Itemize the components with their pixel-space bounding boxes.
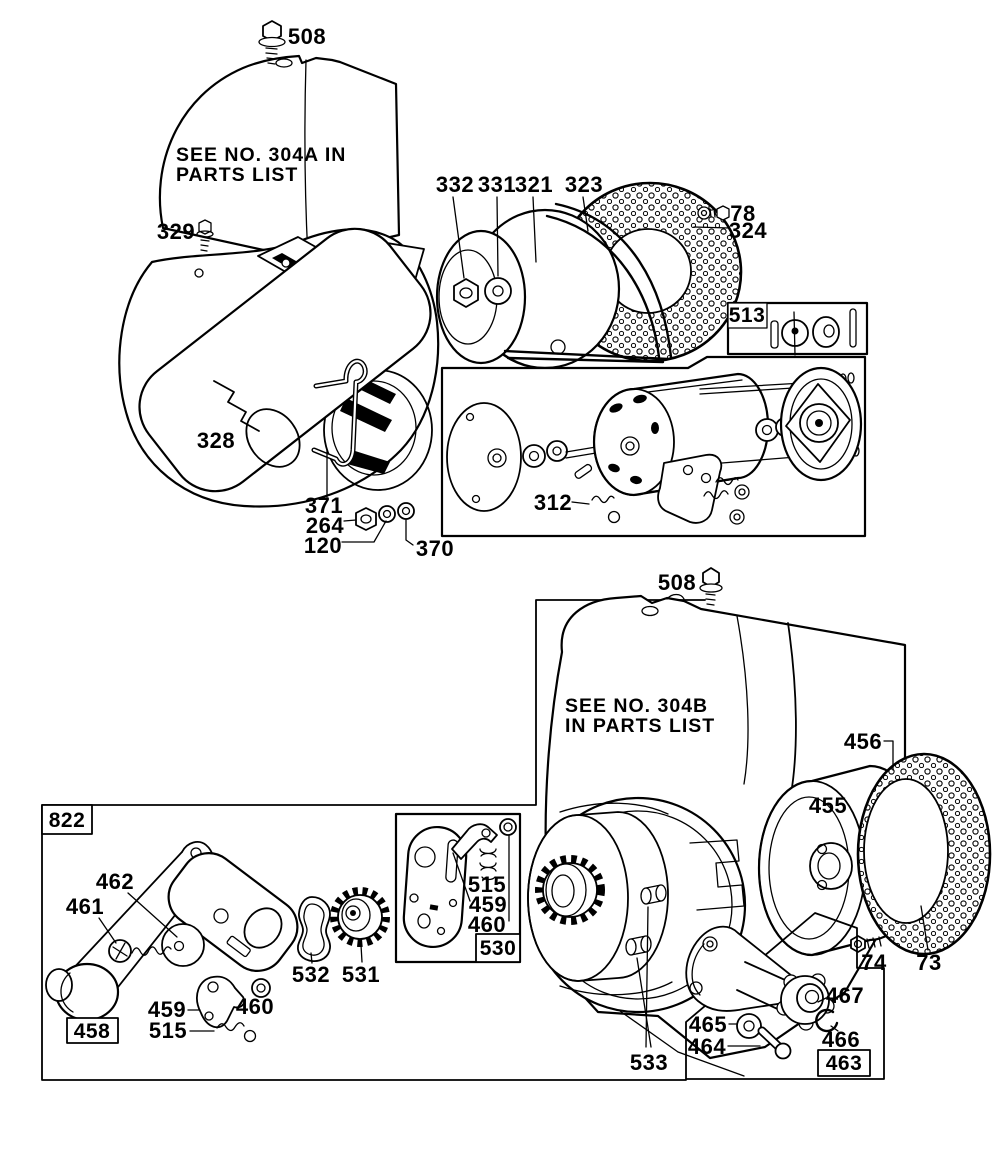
callout-328: 328 (197, 428, 235, 453)
washer-120-icon (378, 505, 396, 523)
bolt-508-bottom-icon (699, 567, 723, 606)
bolt-329-icon (196, 219, 214, 252)
callout-466: 466 (822, 1027, 860, 1052)
engine-304b (527, 593, 992, 1077)
callout-324: 324 (729, 218, 767, 243)
boxlabel-513: 513 (729, 304, 766, 327)
callout-78: 78 (730, 201, 755, 226)
bolt-508-top-icon (258, 20, 286, 65)
callout-462: 462 (96, 869, 134, 894)
boxlabel-822: 822 (49, 809, 86, 832)
starter-pulley-cup (435, 229, 527, 365)
note-304b-line1: SEE NO. 304B (565, 695, 708, 717)
callout-508-top: 508 (288, 24, 326, 49)
note-304a-line1: SEE NO. 304A IN (176, 144, 346, 166)
belt-323 (503, 202, 673, 364)
note-304b-line2: IN PARTS LIST (565, 715, 715, 737)
callout-312: 312 (534, 490, 572, 515)
callout-331: 331 (478, 172, 516, 197)
nut-264-icon (355, 507, 377, 531)
callout-323: 323 (565, 172, 603, 197)
pin-533-a-icon (640, 884, 667, 905)
blower-housing-304a (118, 54, 440, 508)
nut-332-icon (453, 278, 479, 308)
bolt-78-icon (697, 205, 730, 221)
group-530-box (394, 812, 522, 964)
note-304a-line2: PARTS LIST (176, 164, 298, 186)
starter-motor-box (440, 355, 867, 538)
callout-455: 455 (809, 793, 847, 818)
washer-370-icon (397, 502, 415, 520)
callout-264: 264 (306, 513, 344, 538)
group-463 (685, 912, 885, 1080)
callout-515-box: 515 (468, 872, 506, 897)
callout-464: 464 (688, 1034, 726, 1059)
leader-lines (98, 196, 929, 1048)
callout-370: 370 (416, 536, 454, 561)
group-822-contents (41, 804, 390, 1044)
callout-371: 371 (305, 493, 343, 518)
callout-533: 533 (630, 1050, 668, 1075)
callout-321: 321 (515, 172, 553, 197)
callout-515-left: 515 (149, 1018, 187, 1043)
callout-459-left: 459 (148, 997, 186, 1022)
callout-460-left: 460 (236, 994, 274, 1019)
boxlabel-458: 458 (74, 1020, 111, 1043)
pin-533-b-icon (625, 935, 652, 956)
callout-120: 120 (304, 533, 342, 558)
callout-73: 73 (916, 950, 941, 975)
ring-gear-73 (856, 752, 992, 956)
key-513-box (726, 301, 869, 356)
callout-74: 74 (861, 950, 887, 975)
group-822-border (41, 599, 706, 1081)
boxlabel-530: 530 (480, 937, 517, 960)
boxlabel-463: 463 (826, 1052, 863, 1075)
callout-465: 465 (689, 1012, 727, 1037)
callout-508-bottom: 508 (658, 570, 696, 595)
bolt-74-icon (850, 935, 882, 953)
callout-456: 456 (844, 729, 882, 754)
callout-332: 332 (436, 172, 474, 197)
callout-467: 467 (826, 983, 864, 1008)
callout-460-box: 460 (468, 912, 506, 937)
washer-331-icon (484, 277, 512, 305)
callout-459-box: 459 (469, 892, 507, 917)
callout-532: 532 (292, 962, 330, 987)
callout-461: 461 (66, 894, 104, 919)
callout-329: 329 (157, 219, 195, 244)
callout-531: 531 (342, 962, 380, 987)
